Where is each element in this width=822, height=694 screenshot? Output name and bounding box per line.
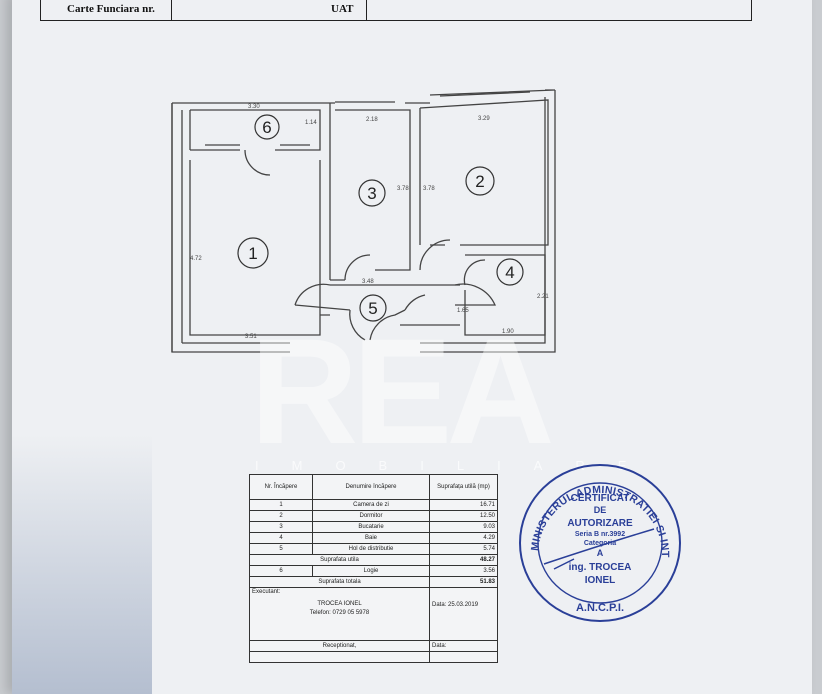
cell-nr: 3	[249, 521, 313, 533]
table-row: 3 Bucatarie 9.03	[249, 521, 498, 533]
cell-nr: 2	[249, 510, 313, 522]
subtotal-value: 48.27	[429, 554, 498, 566]
cell-area: 4.29	[429, 532, 498, 544]
room-label-4: 4	[505, 263, 514, 282]
cell-nr: 4	[249, 532, 313, 544]
dim-5-height: 1.65	[457, 308, 469, 314]
executant-label: Executant:	[252, 589, 281, 595]
stamp-line7: ing. TROCEA	[569, 562, 632, 573]
stamp-line4: Seria B nr.3992	[575, 531, 625, 538]
stamp-line5: Categoria	[584, 540, 616, 547]
dim-3-height: 3.78	[397, 186, 409, 192]
cell-area: 12.50	[429, 510, 498, 522]
table-row: 1 Camera de zi 16.71	[249, 499, 498, 511]
total-row: Suprafata totala 51.83	[249, 576, 498, 588]
dim-1-height: 4.72	[190, 256, 202, 262]
executant-name: TROCEA IONEL	[317, 601, 362, 607]
rooms-table: Nr. Încăpere Denumire încăpere Suprafața…	[249, 474, 498, 663]
signature-scribble	[543, 528, 655, 570]
executant-date: Data: 25.03.2019	[429, 587, 498, 641]
cell-name: Bucatarie	[312, 521, 430, 533]
table-header-row: Nr. Încăpere Denumire încăpere Suprafața…	[249, 474, 498, 500]
total-value: 51.83	[429, 576, 498, 588]
cell-area: 9.03	[429, 521, 498, 533]
watermark-logo: REA	[250, 307, 555, 475]
room-label-6: 6	[262, 118, 271, 137]
watermark-subtext: IMOBILIARE	[255, 458, 660, 473]
header-label-left: Carte Funciara nr.	[67, 3, 155, 15]
cell-nr: 5	[249, 543, 313, 555]
room-label-1: 1	[248, 244, 257, 263]
cell-name: Dormitor	[312, 510, 430, 522]
official-stamp: MINISTERUL ADMINISTRATIEI SI INTERNELOR …	[514, 459, 681, 622]
header-label-right: UAT	[331, 3, 354, 15]
subtotal-label: Suprafata utila	[249, 554, 430, 566]
table-row: 5 Hol de distributie 5.74	[249, 543, 498, 555]
table-row: 6 Logie 3.56	[249, 565, 498, 577]
receptionat-label: Receptionat,	[249, 640, 430, 652]
stamp-bottom: A.N.C.P.I.	[576, 602, 624, 614]
cell-name: Baie	[312, 532, 430, 544]
shadow-area	[12, 434, 152, 694]
dim-1-width: 3.51	[245, 334, 257, 340]
dim-4-height: 2.21	[537, 294, 549, 300]
dim-5-width: 3.48	[362, 279, 374, 285]
cell-area: 16.71	[429, 499, 498, 511]
stamp-line2: DE	[594, 505, 607, 515]
cell-name: Camera de zi	[312, 499, 430, 511]
dim-4-width: 1.90	[502, 329, 514, 335]
dim-2-width: 3.29	[478, 116, 490, 122]
col-header-name: Denumire încăpere	[312, 474, 430, 500]
col-header-nr: Nr. Încăpere	[249, 474, 313, 500]
stamp-line8: IONEL	[585, 575, 616, 586]
receptionat-row: Receptionat, Data:	[249, 640, 498, 652]
header-table: Carte Funciara nr. UAT	[40, 0, 752, 21]
subtotal-row: Suprafata utila 48.27	[249, 554, 498, 566]
empty-row	[249, 651, 498, 663]
cell-nr: 6	[249, 565, 313, 577]
executant-phone: Telefon: 0729 05 5978	[309, 610, 370, 616]
total-label: Suprafata totala	[249, 576, 430, 588]
dim-2-height: 3.78	[423, 186, 435, 192]
room-label-3: 3	[367, 184, 376, 203]
cell-name: Hol de distributie	[312, 543, 430, 555]
col-header-area: Suprafața utilă (mp)	[429, 474, 498, 500]
room-label-5: 5	[368, 299, 377, 318]
cell-name: Logie	[312, 565, 430, 577]
executant-cell: Executant: TROCEA IONEL Telefon: 0729 05…	[249, 587, 430, 641]
table-row: 2 Dormitor 12.50	[249, 510, 498, 522]
stamp-line1: CERTIFICAT	[571, 493, 630, 504]
stamp-line6: A	[597, 548, 604, 558]
cell-area: 5.74	[429, 543, 498, 555]
room-label-2: 2	[475, 172, 484, 191]
stamp-line3: AUTORIZARE	[567, 518, 633, 529]
table-row: 4 Baie 4.29	[249, 532, 498, 544]
dim-6-width: 3.30	[248, 104, 260, 110]
cell-nr: 1	[249, 499, 313, 511]
dim-3-width: 2.18	[366, 117, 378, 123]
cell-area: 3.56	[429, 565, 498, 577]
dim-6-height: 1.14	[305, 120, 317, 126]
receptionat-date: Data:	[429, 640, 498, 652]
executant-row: Executant: TROCEA IONEL Telefon: 0729 05…	[249, 587, 498, 641]
